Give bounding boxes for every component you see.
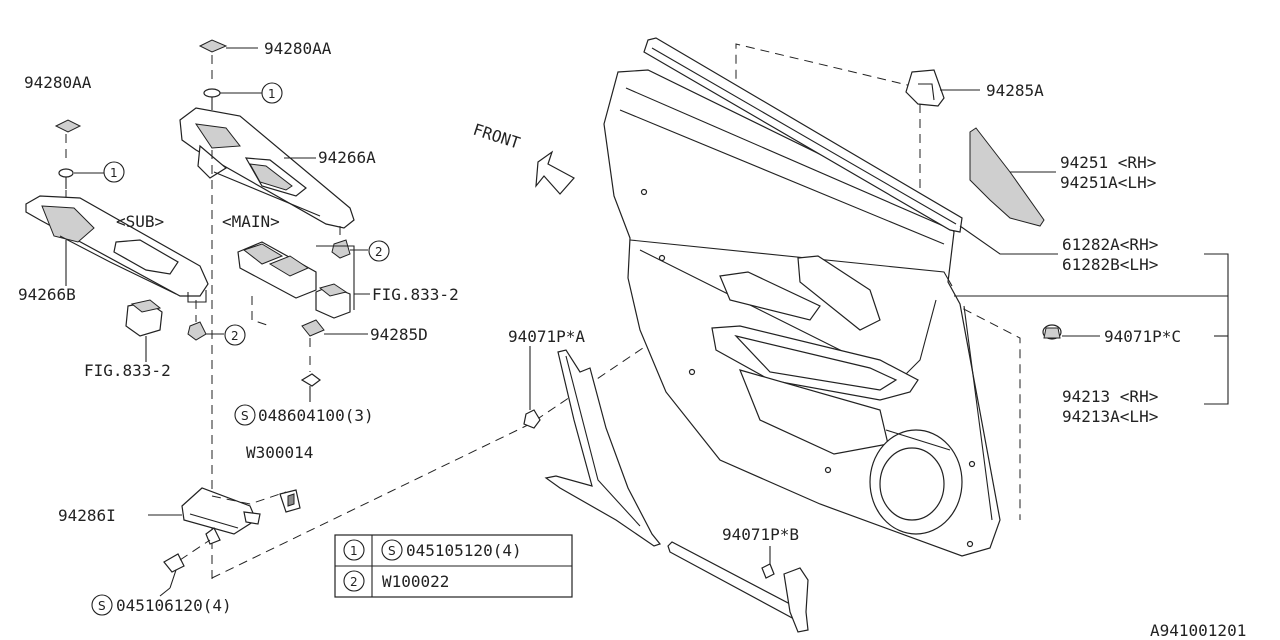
svg-text:S: S [388, 544, 396, 558]
pillar-trim-piece [544, 349, 662, 547]
svg-text:2: 2 [231, 329, 239, 343]
weatherstrip-61282 [643, 37, 963, 233]
bracket-94286I [181, 487, 261, 545]
switch-panel-main [179, 107, 355, 229]
svg-text:2: 2 [375, 245, 383, 259]
legend-row2-number: 2 [350, 575, 358, 589]
label-61282A-rh: 61282A<RH> [1062, 235, 1158, 254]
svg-text:S: S [241, 409, 249, 423]
legend-row2-part: W100022 [382, 572, 449, 591]
legend-table: 1 S 045105120(4) 2 W100022 [334, 534, 573, 598]
screw-1-main [203, 88, 221, 110]
label-front: FRONT [471, 120, 523, 153]
callout-2-sub: 2 [224, 324, 246, 346]
callout-s-045106120: S [91, 594, 113, 616]
label-fig-sub: FIG.833-2 [84, 361, 171, 380]
label-fig-main: FIG.833-2 [372, 285, 459, 304]
switch-unit-sub [125, 299, 163, 337]
label-048604100: 048604100(3) [258, 406, 374, 425]
label-94213A-lh: 94213A<LH> [1062, 407, 1158, 426]
legend-row1-part: 045105120(4) [406, 541, 522, 560]
label-main: <MAIN> [222, 212, 280, 231]
cover-94251 [969, 127, 1045, 227]
clip-94285A [905, 69, 945, 107]
label-94285D: 94285D [370, 325, 428, 344]
screw-048604100 [300, 373, 321, 402]
callout-s-048604100: S [234, 404, 256, 426]
drawing-number: A941001201 [1150, 621, 1246, 640]
screw-1-left [58, 168, 74, 189]
callout-1-main: 1 [261, 82, 283, 104]
switch-unit-main [237, 241, 351, 319]
clip-94280AA-left [54, 119, 82, 133]
clip-94071P-C [1042, 324, 1062, 340]
label-94266A: 94266A [318, 148, 376, 167]
switch-panel-sub [25, 195, 209, 303]
clip-94285D [301, 319, 325, 337]
screw-045106120 [163, 553, 185, 589]
front-arrow [535, 150, 575, 195]
callout-2-main: 2 [368, 240, 390, 262]
label-94286I: 94286I [58, 506, 116, 525]
label-94071P-B: 94071P*B [722, 525, 799, 544]
clip-2-sub [187, 321, 207, 341]
label-94251-rh: 94251 <RH> [1060, 153, 1156, 172]
label-94285A: 94285A [986, 81, 1044, 100]
door-trim-panel [603, 69, 1001, 557]
clip-94280AA-top [198, 39, 228, 53]
label-W300014: W300014 [246, 443, 313, 462]
label-94280AA-left: 94280AA [24, 73, 92, 92]
clip-94071P-B [761, 563, 775, 579]
label-61282B-lh: 61282B<LH> [1062, 255, 1158, 274]
label-94071P-C: 94071P*C [1104, 327, 1181, 346]
sill-strip [667, 541, 809, 633]
label-94251A-lh: 94251A<LH> [1060, 173, 1156, 192]
label-94266B: 94266B [18, 285, 76, 304]
label-045106120: 045106120(4) [116, 596, 232, 615]
label-94280AA-top: 94280AA [264, 39, 332, 58]
clip-2-main [331, 239, 351, 259]
callout-1-left: 1 [74, 161, 125, 183]
label-sub: <SUB> [116, 212, 164, 231]
svg-text:1: 1 [268, 87, 276, 101]
svg-text:1: 1 [110, 166, 118, 180]
label-94213-rh: 94213 <RH> [1062, 387, 1158, 406]
label-94071P-A: 94071P*A [508, 327, 585, 346]
legend-row1-number: 1 [350, 544, 358, 558]
svg-text:S: S [98, 599, 106, 613]
clip-94071P-A [523, 409, 541, 429]
clip-bracket-top [279, 489, 301, 513]
